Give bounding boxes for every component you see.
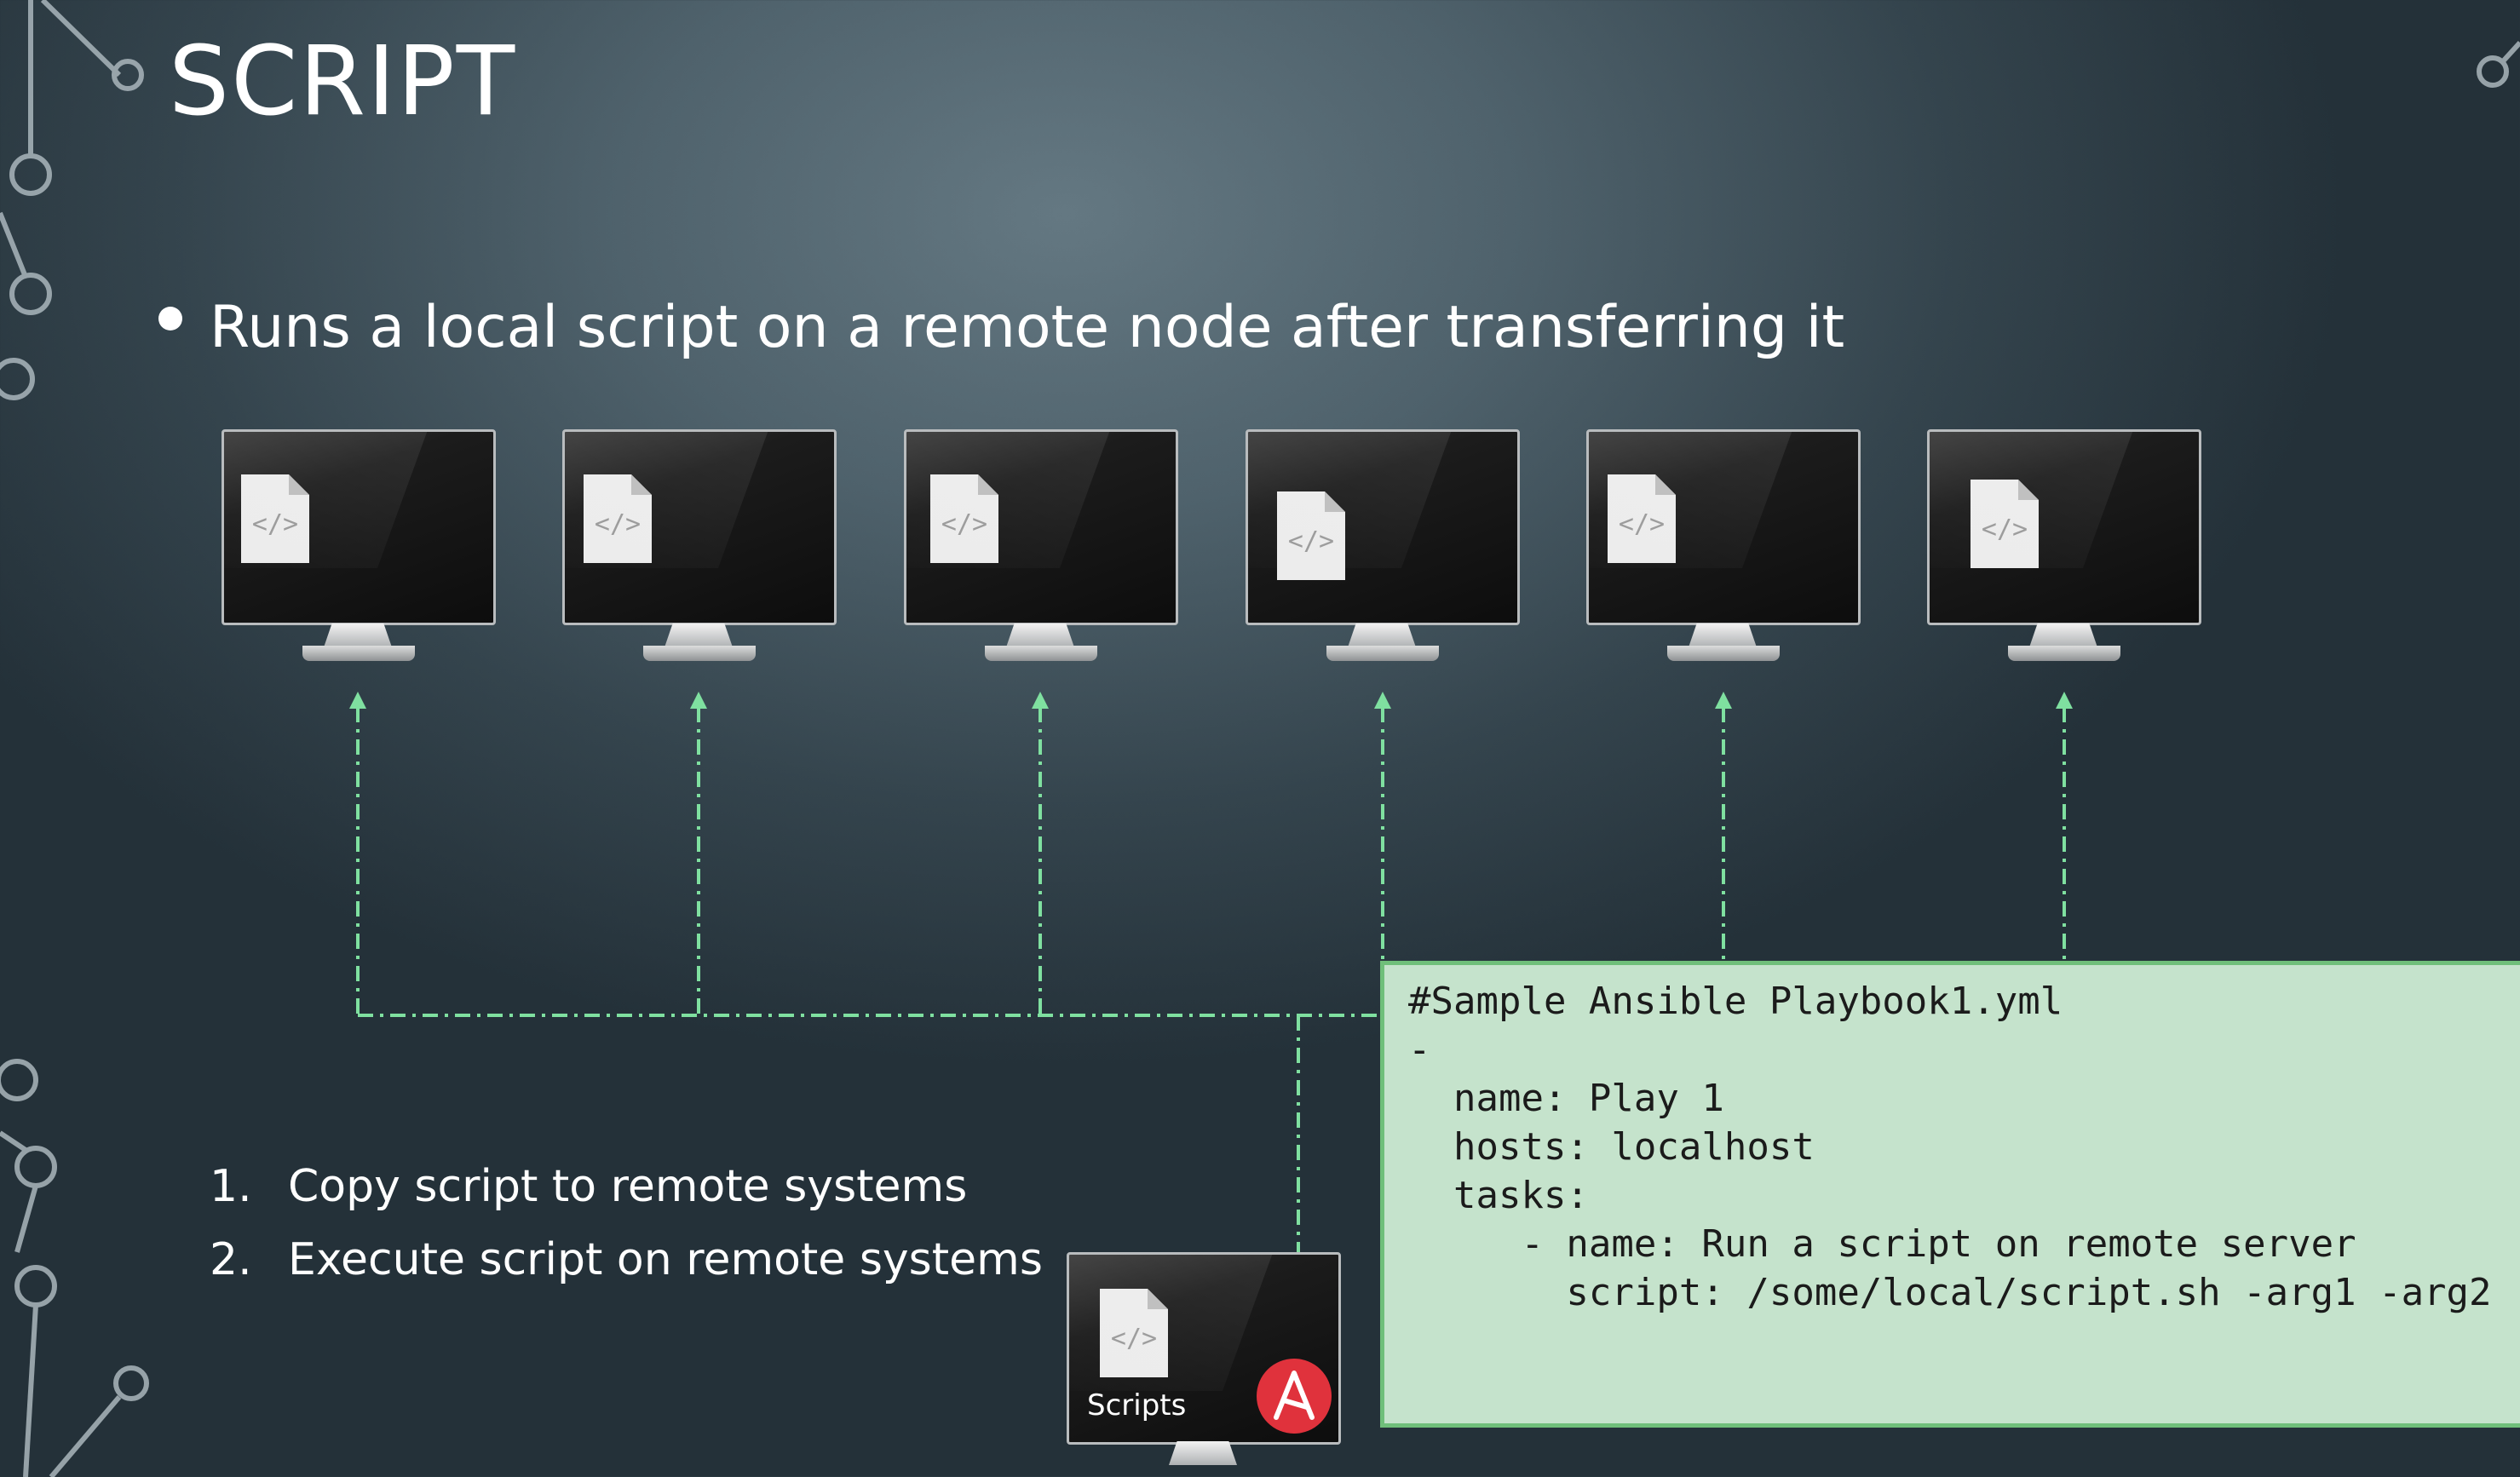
remote-node-6: </>: [1927, 429, 2201, 676]
monitor-screen: </>: [222, 429, 496, 625]
remote-node-4: </>: [1246, 429, 1520, 676]
code-file-icon: </>: [1277, 491, 1345, 580]
code-file-icon: </>: [1608, 474, 1676, 563]
remote-node-1: </>: [222, 429, 496, 676]
slide-title: SCRIPT: [169, 26, 517, 137]
code-line: - name: Run a script on remote server: [1408, 1222, 2356, 1266]
monitor-screen: </>: [1927, 429, 2201, 625]
remote-node-2: </>: [562, 429, 837, 676]
ansible-controller: </> Scripts: [1067, 1252, 1341, 1477]
code-line: -: [1408, 1028, 1431, 1072]
code-file-icon: </>: [1100, 1289, 1168, 1377]
remote-node-3: </>: [904, 429, 1178, 676]
step-number: 1.: [210, 1161, 252, 1212]
step-text: Copy script to remote systems: [288, 1161, 968, 1212]
svg-text:</>: </>: [595, 509, 641, 539]
remote-node-5: </>: [1586, 429, 1861, 676]
code-line: name: Play 1: [1408, 1077, 1724, 1120]
code-file-icon: </>: [584, 474, 652, 563]
svg-text:</>: </>: [1982, 514, 2028, 544]
playbook-code-panel: #Sample Ansible Playbook1.yml - name: Pla…: [1380, 961, 2520, 1428]
step-text: Execute script on remote systems: [288, 1234, 1043, 1285]
svg-text:</>: </>: [941, 509, 987, 539]
code-line: hosts: localhost: [1408, 1125, 1815, 1169]
code-file-icon: </>: [241, 474, 309, 563]
code-file-icon: </>: [930, 474, 998, 563]
step-item: 1. Copy script to remote systems: [210, 1150, 1043, 1223]
code-line: tasks:: [1408, 1174, 1589, 1217]
svg-text:</>: </>: [1111, 1324, 1157, 1353]
ansible-logo-icon: [1257, 1359, 1332, 1434]
svg-text:</>: </>: [1288, 526, 1334, 556]
code-file-icon: </>: [1971, 480, 2039, 568]
bullet-text: Runs a local script on a remote node aft…: [210, 294, 1845, 361]
steps-list: 1. Copy script to remote systems 2. Execut…: [210, 1150, 1043, 1296]
bullet-dot: [158, 307, 182, 330]
monitor-screen: </>: [1246, 429, 1520, 625]
monitor-screen: </>: [562, 429, 837, 625]
code-line: script: /some/local/script.sh -arg1 -arg…: [1408, 1271, 2492, 1314]
svg-text:</>: </>: [1619, 509, 1665, 539]
code-line: #Sample Ansible Playbook1.yml: [1408, 980, 2063, 1023]
monitor-screen: </>: [1586, 429, 1861, 625]
step-number: 2.: [210, 1234, 252, 1285]
monitor-screen: </>: [904, 429, 1178, 625]
circuit-decoration-left: [0, 0, 149, 1477]
circuit-decoration-right: [2477, 40, 2520, 88]
controller-screen: </>: [1067, 1252, 1341, 1445]
step-item: 2. Execute script on remote systems: [210, 1223, 1043, 1296]
svg-text:</>: </>: [252, 509, 298, 539]
scripts-label: Scripts: [1087, 1388, 1187, 1422]
